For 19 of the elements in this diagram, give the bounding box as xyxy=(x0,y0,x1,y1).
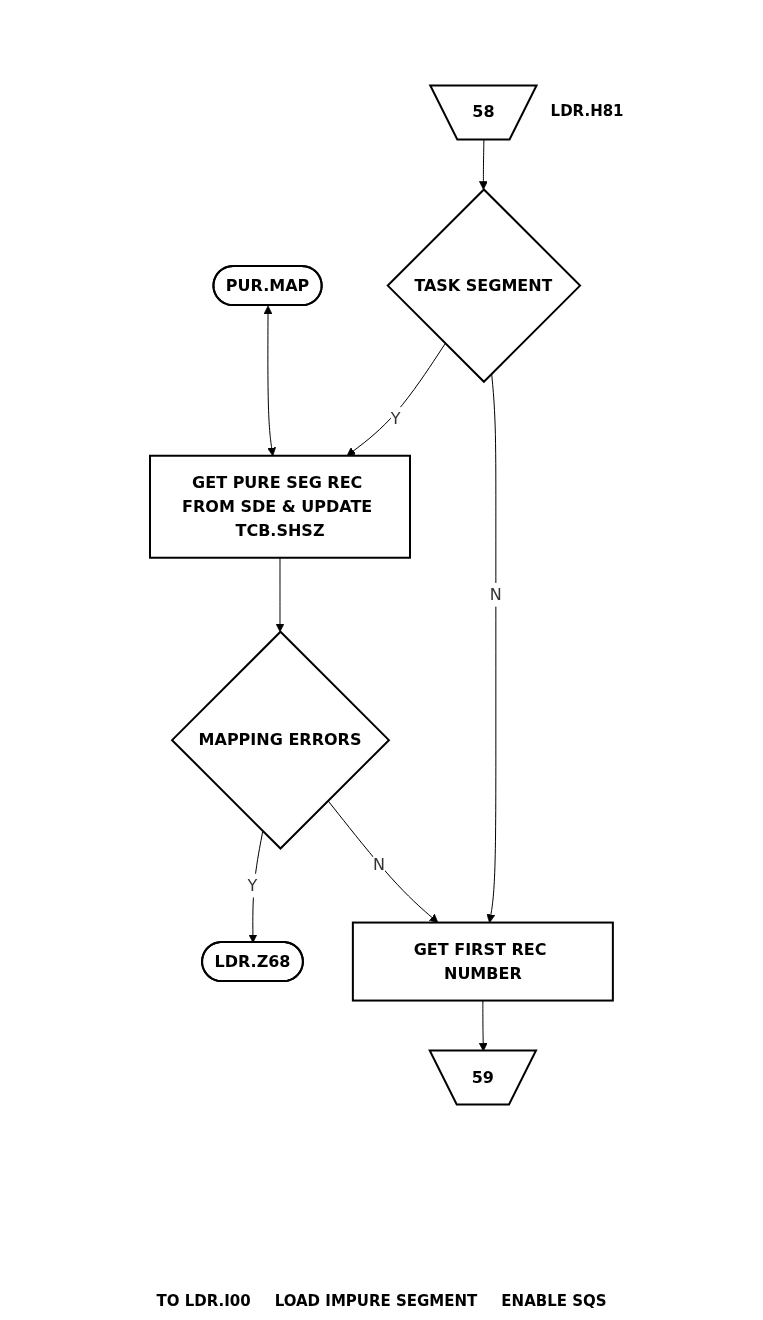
edge-label: N xyxy=(373,855,386,875)
edge-label: Y xyxy=(390,408,401,428)
connector-caption: LDR.H81 xyxy=(550,102,624,121)
node-diamond: TASK SEGMENT xyxy=(386,188,582,384)
node-diamond: MAPPING ERRORS xyxy=(170,630,391,850)
arrow xyxy=(248,830,264,943)
note-label: TO LDR.I00 xyxy=(156,1292,251,1310)
arrow xyxy=(275,557,285,633)
note-label: LOAD IMPURE SEGMENT xyxy=(274,1292,478,1310)
node-box: GET PURE SEG REC FROM SDE & UPDATE TCB.SHSZ xyxy=(149,454,412,559)
arrow xyxy=(486,373,497,923)
note-label: ENABLE SQS xyxy=(501,1292,607,1310)
arrow xyxy=(263,305,277,457)
node-box: GET FIRST REC NUMBER xyxy=(351,921,614,1002)
edge-label: N xyxy=(489,584,502,604)
arrow xyxy=(346,343,446,457)
arrow xyxy=(479,139,488,190)
edge-label: Y xyxy=(247,875,258,895)
arrow xyxy=(327,800,439,923)
